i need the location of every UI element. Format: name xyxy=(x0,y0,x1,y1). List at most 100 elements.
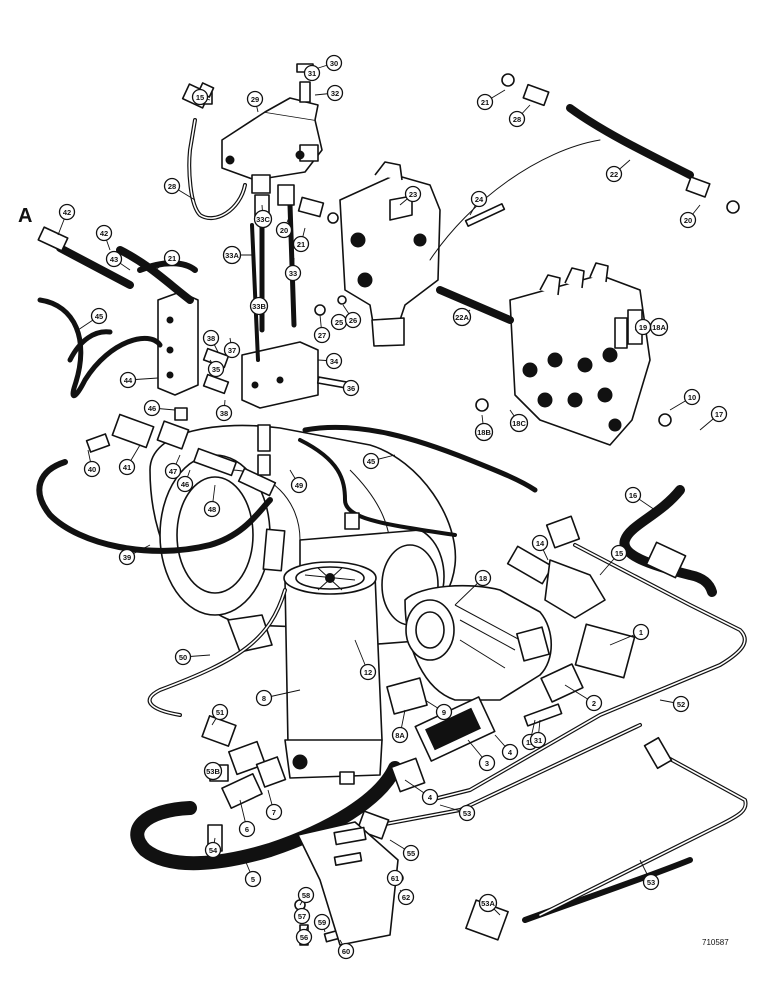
part-callout-18c: 18C xyxy=(509,409,529,433)
callout-circle xyxy=(174,648,192,666)
callout-label: 38 xyxy=(220,409,228,418)
callout-label: 55 xyxy=(407,849,415,858)
part-callout-50: 50 xyxy=(174,648,211,666)
part-callout-58: 58 xyxy=(297,886,315,906)
callout-label: 37 xyxy=(228,346,236,355)
callout-circle xyxy=(313,913,331,931)
callout-label: 29 xyxy=(251,95,259,104)
callout-circle xyxy=(58,203,76,221)
part-callout-15: 15 xyxy=(599,544,628,576)
callout-label: 42 xyxy=(100,229,108,238)
part-callout-56: 56 xyxy=(295,924,313,946)
part-callout-33b: 33B xyxy=(249,296,269,316)
callout-circle xyxy=(191,88,209,106)
part-callout-31: 31 xyxy=(529,719,547,749)
callout-circle xyxy=(203,500,221,518)
distribution-block xyxy=(241,341,319,409)
callout-circle xyxy=(238,820,256,838)
callout-label: 52 xyxy=(677,700,685,709)
callout-circle xyxy=(118,548,136,566)
callout-circle xyxy=(222,245,242,265)
callout-circle xyxy=(624,486,642,504)
callout-label: 48 xyxy=(208,505,216,514)
callout-label: 34 xyxy=(330,357,339,366)
callout-label: 58 xyxy=(302,891,310,900)
part-callout-47: 47 xyxy=(164,454,182,480)
part-callout-20: 20 xyxy=(275,214,293,239)
callout-label: 21 xyxy=(481,98,489,107)
callout-label: 30 xyxy=(330,59,338,68)
callout-circle xyxy=(421,788,439,806)
callout-label: 28 xyxy=(168,182,176,191)
callout-circle xyxy=(90,307,108,325)
control-valve xyxy=(339,161,441,347)
callout-circle xyxy=(253,209,273,229)
callout-circle xyxy=(313,326,331,344)
callout-label: 18C xyxy=(512,419,526,428)
part-callout-49: 49 xyxy=(289,469,308,494)
part-callout-25: 25 xyxy=(330,313,348,331)
callout-circle xyxy=(402,844,420,862)
part-callout-53: 53 xyxy=(639,859,660,891)
part-callout-16: 16 xyxy=(624,486,656,511)
callout-circle xyxy=(585,694,603,712)
callout-circle xyxy=(337,942,355,960)
callout-label: 16 xyxy=(629,491,637,500)
part-callout-42: 42 xyxy=(95,224,113,251)
part-callout-23: 23 xyxy=(399,185,422,206)
callout-label: 33A xyxy=(225,251,239,260)
part-callout-46: 46 xyxy=(176,469,194,493)
callout-label: 14 xyxy=(536,539,545,548)
callout-circle xyxy=(404,185,422,203)
part-callout-52: 52 xyxy=(659,695,690,713)
callout-label: 19 xyxy=(639,323,647,332)
part-callout-32: 32 xyxy=(314,84,344,102)
callout-circle xyxy=(710,405,728,423)
callout-label: 20 xyxy=(280,226,288,235)
callout-label: 32 xyxy=(331,89,339,98)
callout-label: 27 xyxy=(318,331,326,340)
callout-label: 59 xyxy=(318,918,326,927)
part-callout-18b: 18B xyxy=(474,414,494,442)
callout-circle xyxy=(255,689,273,707)
callout-circle xyxy=(474,422,494,442)
part-callout-54: 54 xyxy=(204,837,222,859)
part-callout-33a: 33A xyxy=(222,245,255,265)
callout-label: 5 xyxy=(251,875,255,884)
hydraulic-hoses xyxy=(36,104,717,923)
callout-circle xyxy=(359,663,377,681)
callout-label: 44 xyxy=(124,376,133,385)
callout-circle xyxy=(211,703,229,721)
part-callout-17: 17 xyxy=(699,405,728,431)
callouts: 1234456788A910111214151516171818A18B18C1… xyxy=(57,54,728,960)
callout-circle xyxy=(478,893,498,913)
part-callout-4: 4 xyxy=(404,779,439,806)
part-callout-28: 28 xyxy=(163,177,196,201)
part-callout-21: 21 xyxy=(476,89,506,111)
callout-label: 49 xyxy=(295,481,303,490)
callout-label: 53 xyxy=(647,878,655,887)
part-callout-62: 62 xyxy=(397,888,415,906)
callout-circle xyxy=(435,703,453,721)
callout-label: 39 xyxy=(123,553,131,562)
part-callout-45: 45 xyxy=(77,307,108,331)
callout-label: 2 xyxy=(592,699,596,708)
drawing-number: 710587 xyxy=(702,938,729,947)
part-callout-29: 29 xyxy=(246,90,264,113)
callout-circle xyxy=(634,318,652,336)
part-callout-33: 33 xyxy=(284,257,302,282)
part-callout-28: 28 xyxy=(508,104,531,128)
callout-label: 21 xyxy=(297,240,305,249)
callout-circle xyxy=(202,329,220,347)
callout-circle xyxy=(163,249,181,267)
callout-circle xyxy=(452,307,472,327)
callout-label: 8 xyxy=(262,694,266,703)
part-callout-40: 40 xyxy=(83,449,101,478)
callout-label: 41 xyxy=(123,463,131,472)
callout-label: 10 xyxy=(688,393,696,402)
callout-label: 6 xyxy=(245,825,249,834)
callout-label: 1 xyxy=(639,628,643,637)
part-callout-14: 14 xyxy=(531,534,549,561)
part-callout-1: 1 xyxy=(609,623,650,646)
callout-circle xyxy=(326,84,344,102)
